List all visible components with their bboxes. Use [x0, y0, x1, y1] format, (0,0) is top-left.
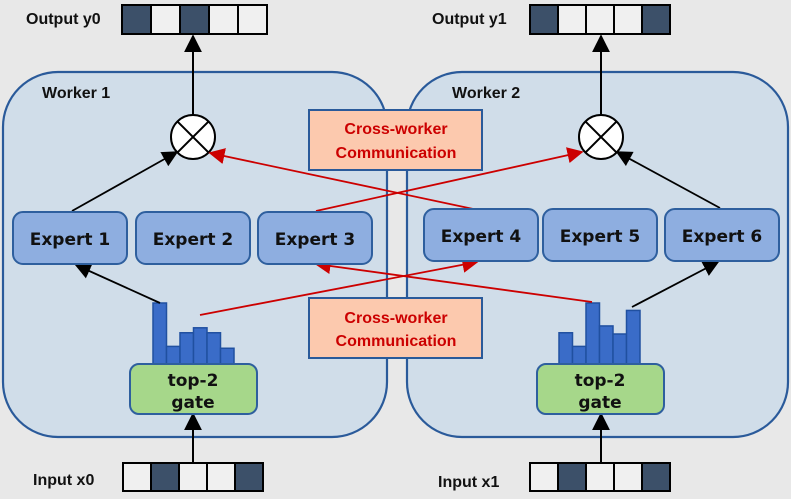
expert-1-label: Expert 1 [30, 230, 111, 250]
svg-text:Communication: Communication [336, 333, 457, 350]
input-x1-vector-cell [641, 462, 671, 492]
gate-2-score-bar [558, 332, 574, 366]
input-x1-vector-cell [613, 462, 643, 492]
output-y0-vector-cell [237, 4, 268, 35]
gate-2-score-bar [625, 309, 641, 366]
output-y0-label: Output y0 [26, 11, 101, 28]
gate-worker-1: top-2 gate [129, 363, 258, 415]
gate-1-score-bar [152, 302, 168, 366]
svg-text:Communication: Communication [336, 145, 457, 162]
cross-worker-communication-top: Cross-worker Communication [308, 109, 483, 171]
input-x0-vector-cell [234, 462, 264, 492]
output-y0-vector-cell [121, 4, 152, 35]
gate-2-score-bar [585, 302, 601, 366]
input-x1-vector-cell [585, 462, 615, 492]
output-y1-vector-cell [613, 4, 643, 35]
arrow-gate2-to-expert6 [631, 261, 720, 308]
worker-2-label: Worker 2 [452, 85, 520, 102]
output-y1-vector-cell [641, 4, 671, 35]
arrow-expert6-to-combine [615, 151, 721, 209]
input-x0-vector-cell [206, 462, 236, 492]
output-y0-vector-cell [179, 4, 210, 35]
combine-icon-worker-1 [170, 114, 216, 160]
cross-arrow-gate2-to-expert3 [314, 257, 593, 303]
input-x0-vector-cell [150, 462, 180, 492]
expert-1: Expert 1 [12, 211, 128, 265]
input-x0-vector-cell [178, 462, 208, 492]
svg-text:Cross-worker: Cross-worker [344, 121, 447, 138]
cross-arrow-gate1-to-expert4 [199, 256, 479, 316]
output-y1-label: Output y1 [432, 11, 507, 28]
arrow-gate1-to-expert1 [74, 263, 161, 304]
input-x0-vector [122, 462, 264, 492]
output-y1-vector [529, 4, 671, 35]
gate-2-score-bar [571, 345, 587, 366]
output-y1-vector-cell [529, 4, 559, 35]
gate-1-score-bar [206, 332, 222, 366]
expert-4-label: Expert 4 [441, 227, 522, 247]
output-y1-vector-cell [585, 4, 615, 35]
input-x1-label: Input x1 [438, 474, 499, 491]
worker-1-label: Worker 1 [42, 85, 110, 102]
output-y0-vector-cell [150, 4, 181, 35]
input-x1-vector [529, 462, 671, 492]
output-y0-vector [121, 4, 268, 35]
gate-2-score-bar [598, 325, 614, 366]
input-x0-label: Input x0 [33, 472, 94, 489]
expert-2-label: Expert 2 [153, 230, 234, 250]
expert-4: Expert 4 [423, 208, 539, 262]
gate-1-label-line1: top-2 [168, 371, 219, 391]
arrow-expert1-to-combine [71, 151, 179, 212]
expert-5: Expert 5 [542, 208, 658, 262]
gate-1-score-bar [165, 345, 181, 366]
gate-2-label-line1: top-2 [575, 371, 626, 391]
expert-5-label: Expert 5 [560, 227, 641, 247]
gate-1-score-bar [179, 332, 195, 366]
input-x0-vector-cell [122, 462, 152, 492]
expert-3: Expert 3 [257, 211, 373, 265]
input-x1-vector-cell [557, 462, 587, 492]
gate-1-label-line2: gate [171, 393, 214, 413]
expert-6-label: Expert 6 [682, 227, 763, 247]
gate-2-score-bar [612, 333, 628, 366]
expert-2: Expert 2 [135, 211, 251, 265]
gate-2-label-line2: gate [578, 393, 621, 413]
gate-worker-2: top-2 gate [536, 363, 665, 415]
cross-arrow-expert3-to-combine2 [315, 147, 584, 212]
cross-worker-communication-bottom: Cross-worker Communication [308, 297, 483, 359]
gate-1-score-bar [219, 347, 235, 366]
output-y1-vector-cell [557, 4, 587, 35]
output-y0-vector-cell [208, 4, 239, 35]
expert-3-label: Expert 3 [275, 230, 356, 250]
gate-1-score-bar [192, 327, 208, 366]
input-x1-vector-cell [529, 462, 559, 492]
svg-text:Cross-worker: Cross-worker [344, 310, 447, 327]
expert-6: Expert 6 [664, 208, 780, 262]
combine-icon-worker-2 [578, 114, 624, 160]
cross-arrow-expert4-to-combine1 [208, 148, 479, 211]
